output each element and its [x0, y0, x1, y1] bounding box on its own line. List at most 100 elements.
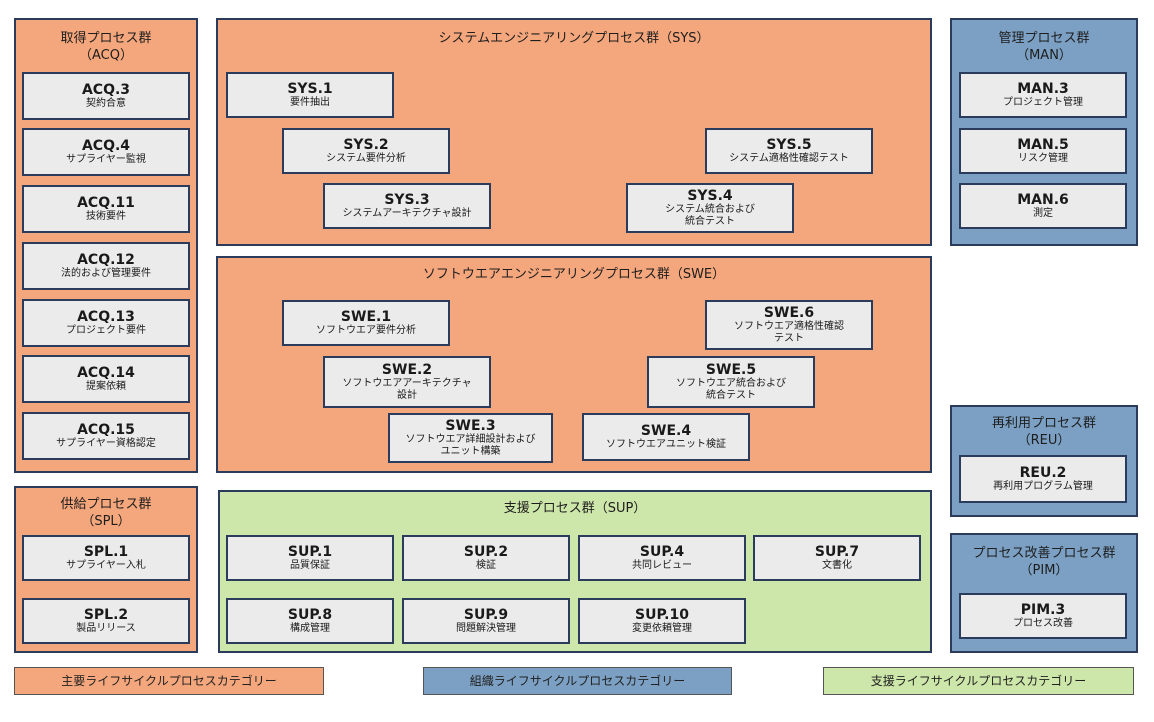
process-code: SUP.7: [814, 544, 860, 560]
process-name: 問題解決管理: [456, 623, 516, 634]
process-name: 構成管理: [290, 623, 330, 634]
group-sys-title: システムエンジニアリングプロセス群（SYS）: [438, 31, 710, 46]
process-name: 品質保証: [290, 560, 330, 571]
process-name: 要件抽出: [290, 97, 330, 108]
process-code: SYS.5: [766, 137, 812, 153]
process-swe4[interactable]: SWE.4 ソフトウエアユニット検証: [582, 413, 750, 461]
process-pim3[interactable]: PIM.3 プロセス改善: [959, 593, 1127, 639]
process-sup7[interactable]: SUP.7 文書化: [753, 535, 921, 581]
process-swe6[interactable]: SWE.6 ソフトウエア適格性確認 テスト: [705, 300, 873, 350]
process-acq4[interactable]: ACQ.4 サプライヤー監視: [22, 128, 190, 176]
process-name: 変更依頼管理: [632, 623, 692, 634]
process-code: MAN.3: [1017, 81, 1069, 97]
process-code: SWE.6: [763, 305, 815, 321]
process-name: 提案依頼: [86, 381, 126, 392]
group-man-title: 管理プロセス群: [998, 31, 1090, 46]
process-sup9[interactable]: SUP.9 問題解決管理: [402, 598, 570, 644]
process-name: システム統合および: [665, 204, 755, 215]
group-sup-title: 支援プロセス群（SUP）: [503, 501, 647, 516]
process-name: システム要件分析: [326, 153, 406, 164]
process-code: ACQ.14: [77, 365, 135, 381]
process-man3[interactable]: MAN.3 プロジェクト管理: [959, 72, 1127, 118]
process-name: 測定: [1033, 208, 1053, 219]
process-spl2[interactable]: SPL.2 製品リリース: [22, 598, 190, 644]
process-code: SUP.8: [287, 607, 333, 623]
process-sys1[interactable]: SYS.1 要件抽出: [226, 72, 394, 118]
process-name: 文書化: [822, 560, 852, 571]
process-sys4[interactable]: SYS.4 システム統合および 統合テスト: [626, 183, 794, 233]
process-reu2[interactable]: REU.2 再利用プログラム管理: [959, 455, 1127, 503]
group-reu-subtitle: （REU）: [1017, 433, 1071, 448]
process-name: ソフトウエアユニット検証: [606, 439, 726, 450]
process-code: MAN.6: [1017, 192, 1069, 208]
group-acq-subtitle: （ACQ）: [79, 48, 133, 63]
process-name: プロジェクト要件: [66, 325, 146, 336]
process-name: 製品リリース: [76, 623, 136, 634]
process-acq11[interactable]: ACQ.11 技術要件: [22, 185, 190, 233]
group-spl-title: 供給プロセス群: [60, 497, 152, 512]
process-code: SWE.5: [705, 362, 757, 378]
process-acq15[interactable]: ACQ.15 サプライヤー資格認定: [22, 412, 190, 460]
process-name-line2: テスト: [774, 333, 804, 344]
process-acq12[interactable]: ACQ.12 法的および管理要件: [22, 242, 190, 290]
group-reu-title: 再利用プロセス群: [991, 416, 1096, 431]
process-sup8[interactable]: SUP.8 構成管理: [226, 598, 394, 644]
group-spl-subtitle: （SPL）: [81, 514, 131, 529]
process-sup10[interactable]: SUP.10 変更依頼管理: [578, 598, 746, 644]
process-code: SUP.2: [463, 544, 509, 560]
group-pim-title: プロセス改善プロセス群: [972, 546, 1116, 561]
process-name: ソフトウエア適格性確認: [734, 321, 844, 332]
legend-supporting-category: 支援ライフサイクルプロセスカテゴリー: [823, 667, 1134, 695]
process-acq3[interactable]: ACQ.3 契約合意: [22, 72, 190, 120]
process-name-line2: ユニット構築: [440, 446, 501, 457]
process-man5[interactable]: MAN.5 リスク管理: [959, 128, 1127, 174]
process-swe1[interactable]: SWE.1 ソフトウエア要件分析: [282, 300, 450, 346]
process-code: PIM.3: [1020, 602, 1066, 618]
process-code: ACQ.3: [81, 82, 131, 98]
process-name-line2: 統合テスト: [706, 390, 756, 401]
process-code: ACQ.4: [81, 138, 131, 154]
process-code: SYS.2: [343, 137, 389, 153]
process-code: SWE.4: [640, 423, 692, 439]
legend-organizational-category: 組織ライフサイクルプロセスカテゴリー: [423, 667, 732, 695]
process-acq13[interactable]: ACQ.13 プロジェクト要件: [22, 299, 190, 347]
process-name: サプライヤー監視: [66, 154, 146, 165]
process-swe2[interactable]: SWE.2 ソフトウエアアーキテクチャ 設計: [323, 356, 491, 408]
process-name: 法的および管理要件: [61, 268, 151, 279]
process-swe3[interactable]: SWE.3 ソフトウエア詳細設計および ユニット構築: [388, 413, 553, 463]
group-acq-title: 取得プロセス群: [60, 31, 152, 46]
process-code: SPL.1: [83, 544, 129, 560]
process-sys5[interactable]: SYS.5 システム適格性確認テスト: [705, 128, 873, 174]
process-code: SYS.4: [687, 188, 733, 204]
process-code: SWE.3: [445, 418, 496, 434]
process-sup1[interactable]: SUP.1 品質保証: [226, 535, 394, 581]
process-man6[interactable]: MAN.6 測定: [959, 183, 1127, 229]
process-swe5[interactable]: SWE.5 ソフトウエア統合および 統合テスト: [647, 356, 815, 408]
process-sys3[interactable]: SYS.3 システムアーキテクチャ設計: [323, 183, 491, 229]
process-code: ACQ.12: [77, 252, 135, 268]
process-name: 共同レビュー: [632, 560, 692, 571]
process-code: SUP.9: [463, 607, 509, 623]
process-code: MAN.5: [1017, 137, 1069, 153]
process-name: 技術要件: [86, 211, 126, 222]
process-code: SUP.1: [287, 544, 333, 560]
process-code: ACQ.11: [77, 195, 135, 211]
group-swe-title: ソフトウエアエンジニアリングプロセス群（SWE）: [422, 267, 726, 282]
process-acq14[interactable]: ACQ.14 提案依頼: [22, 355, 190, 403]
process-name-line2: 統合テスト: [685, 216, 735, 227]
process-name: システムアーキテクチャ設計: [342, 208, 472, 219]
process-name: 検証: [476, 560, 496, 571]
process-sup2[interactable]: SUP.2 検証: [402, 535, 570, 581]
process-code: ACQ.15: [77, 422, 135, 438]
process-code: SYS.3: [384, 192, 430, 208]
process-name: ソフトウエアアーキテクチャ: [342, 378, 472, 389]
process-sys2[interactable]: SYS.2 システム要件分析: [282, 128, 450, 174]
process-spl1[interactable]: SPL.1 サプライヤー入札: [22, 535, 190, 581]
process-code: REU.2: [1019, 465, 1067, 481]
process-name: ソフトウエア要件分析: [316, 325, 416, 336]
process-sup4[interactable]: SUP.4 共同レビュー: [578, 535, 746, 581]
process-name: 契約合意: [86, 98, 126, 109]
process-name-line2: 設計: [397, 390, 417, 401]
process-code: SWE.2: [381, 362, 433, 378]
process-name: プロセス改善: [1013, 618, 1073, 629]
